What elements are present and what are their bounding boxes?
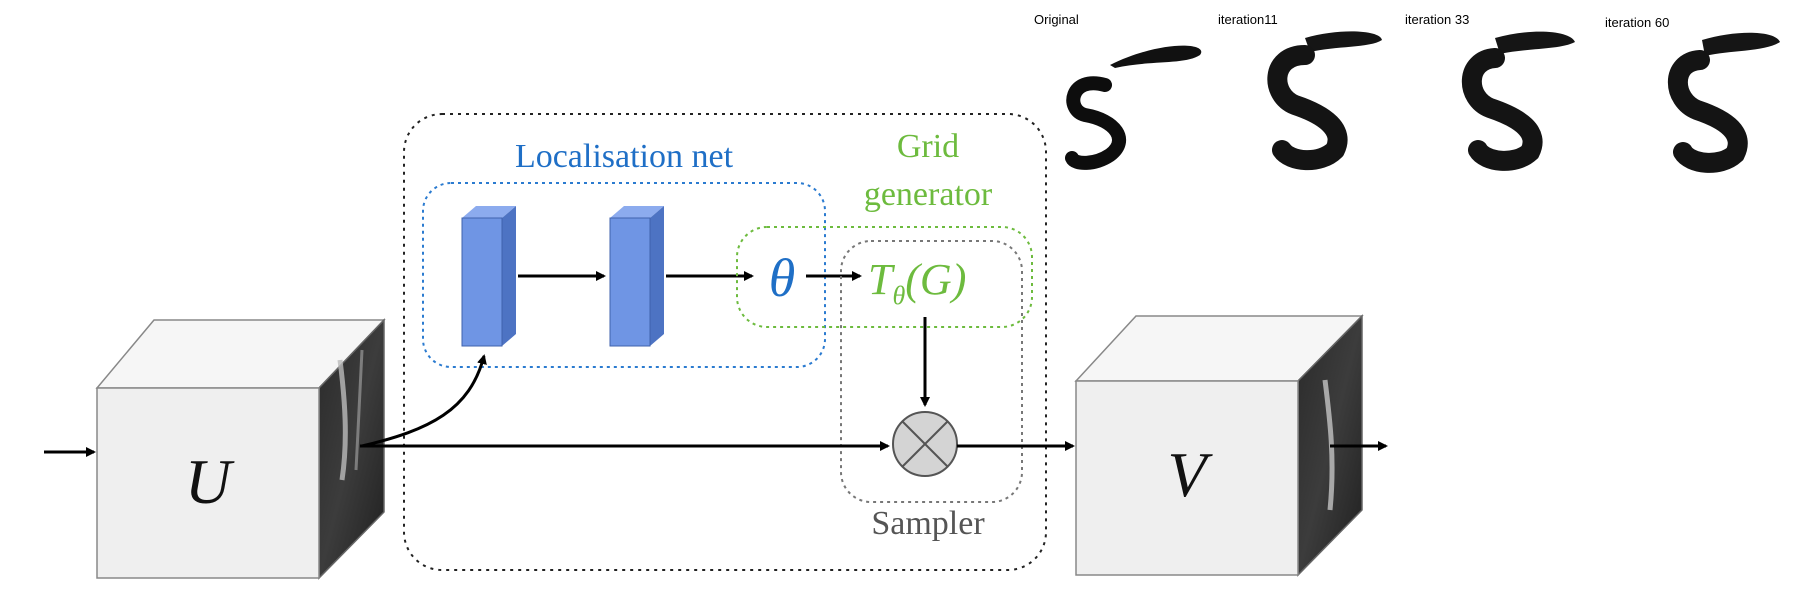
sampler-label: Sampler [871, 505, 985, 542]
transformer-module-boundary [403, 113, 1047, 571]
grid-generator-label-line1: Grid [897, 128, 959, 165]
input-feature-map-U: U [95, 318, 386, 580]
localisation-net-label: Localisation net [515, 138, 734, 175]
sampler-boundary [840, 240, 1023, 503]
grid-generator: Grid generator Tθ(G) [736, 128, 1033, 328]
iteration-strip: Original iteration11 iteration 33 iterat… [1034, 12, 1780, 173]
output-label-V: V [1167, 439, 1213, 510]
sampler-multiply-node [892, 411, 958, 477]
transform-expression: Tθ(G) [868, 255, 966, 310]
iteration-label-33: iteration 33 [1405, 12, 1469, 27]
digit-iteration-11-image [1267, 31, 1382, 171]
sampler: Sampler [840, 240, 1075, 542]
localisation-net-boundary [422, 182, 826, 368]
digit-original-image [1065, 45, 1202, 170]
output-feature-map-V: V [1074, 314, 1364, 577]
iteration-label-original: Original [1034, 12, 1079, 27]
grid-generator-label-line2: generator [864, 176, 993, 213]
transform-arguments: (G) [905, 255, 966, 304]
iteration-label-60: iteration 60 [1605, 15, 1669, 30]
layer-block-1 [461, 206, 516, 347]
digit-iteration-33-image [1461, 31, 1575, 171]
transform-symbol: T [868, 255, 896, 304]
iteration-label-11: iteration11 [1218, 12, 1278, 27]
input-label-U: U [185, 446, 235, 517]
transform-subscript: θ [892, 281, 905, 310]
theta-symbol: θ [769, 248, 796, 308]
layer-block-2 [609, 206, 664, 347]
digit-iteration-60-image [1667, 32, 1780, 173]
arrow-U-to-localisation-net [361, 354, 487, 448]
localisation-net: Localisation net θ [422, 138, 826, 368]
grid-generator-boundary [736, 226, 1033, 328]
